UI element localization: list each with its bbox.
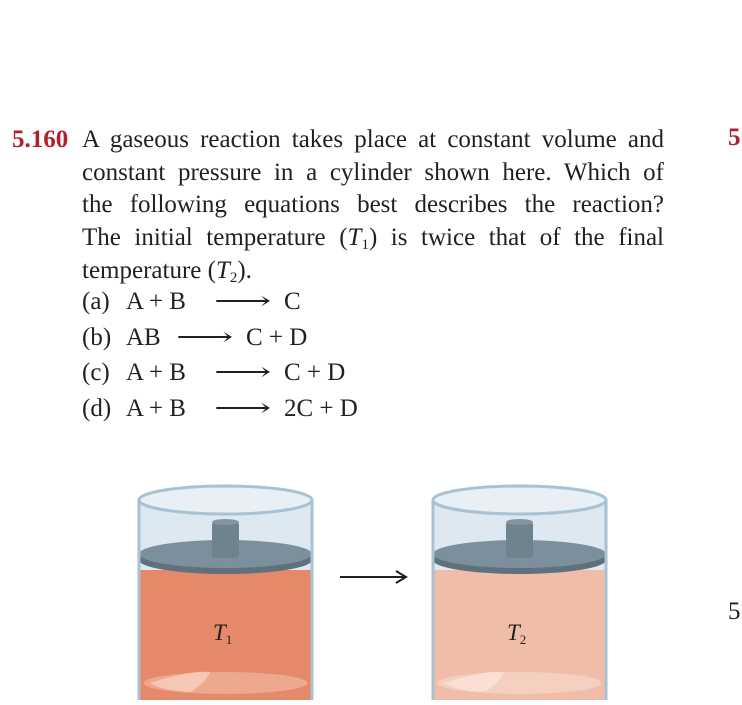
statement-line-2: constant pressure in a cylinder shown he… <box>82 158 664 186</box>
problem-number: 5.160 <box>12 126 69 153</box>
choice-label: (b) <box>82 323 112 351</box>
reaction-arrow-icon: ⟶ <box>214 359 272 386</box>
cylinder-figure: T1 T2 <box>0 470 742 700</box>
reaction-arrow-icon: ⟶ <box>214 288 272 315</box>
statement-line-5: temperature (T2). <box>82 256 252 286</box>
choice-label: (d) <box>82 394 112 422</box>
next-problem-number-partial: 5 <box>728 124 741 151</box>
statement-line-1: A gaseous reaction takes place at consta… <box>82 126 664 153</box>
reactants: AB <box>126 323 161 351</box>
lower-number-partial: 5 <box>728 598 741 625</box>
problem-statement: A gaseous reaction takes place at consta… <box>82 124 664 288</box>
products: C + D <box>284 359 346 386</box>
cylinder-diagram <box>137 484 608 700</box>
choice-label: (c) <box>82 359 110 386</box>
products: 2C + D <box>284 394 358 422</box>
reaction-arrow-icon: ⟶ <box>214 394 272 422</box>
transition-arrow-icon <box>340 570 408 584</box>
reactants: A + B <box>126 288 186 315</box>
products: C <box>284 288 301 315</box>
reaction-arrow-icon: ⟶ <box>176 323 234 351</box>
label-t1: T1 <box>213 620 233 647</box>
statement-line-4: The initial temperature (T1) is twice th… <box>82 224 665 254</box>
products: C + D <box>246 323 308 351</box>
label-t2: T2 <box>507 620 527 647</box>
variable-t2: T <box>215 256 230 284</box>
choice-label: (a) <box>82 288 110 315</box>
cylinder-initial <box>137 484 314 700</box>
statement-line-3: the following equations best describes t… <box>82 191 664 219</box>
cylinder-final <box>431 484 608 700</box>
variable-t1: T <box>347 224 362 252</box>
reactants: A + B <box>126 359 186 386</box>
reactants: A + B <box>126 394 186 422</box>
